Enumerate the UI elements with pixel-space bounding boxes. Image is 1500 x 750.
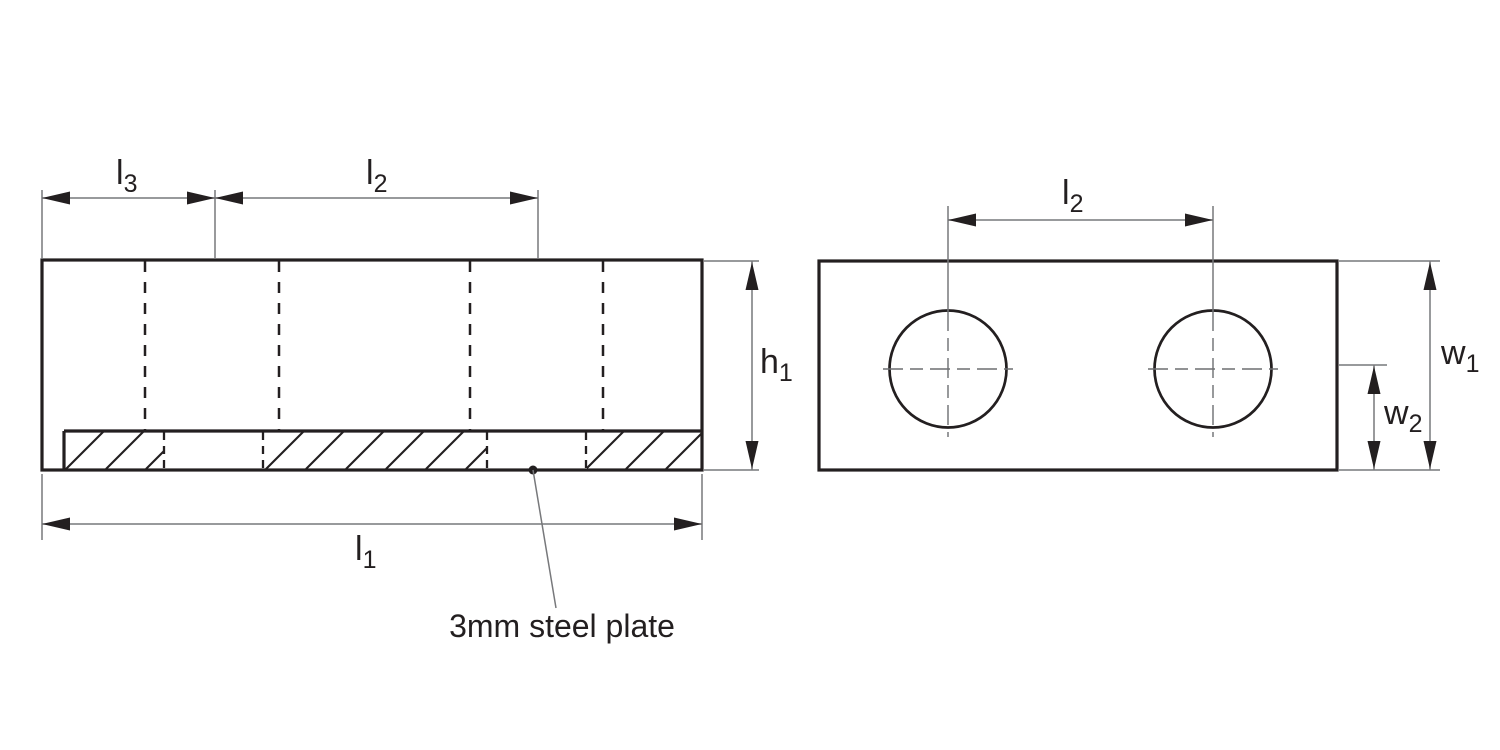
plan-view: l2 w1 w2 <box>817 174 1479 472</box>
arrowhead <box>510 191 538 205</box>
arrowhead <box>1185 213 1213 227</box>
hole-right <box>1148 206 1278 437</box>
dim-label-l2: l2 <box>1062 174 1083 218</box>
arrowhead <box>187 191 215 205</box>
arrowhead <box>745 262 759 290</box>
steel-plate-section <box>62 429 701 470</box>
arrowhead <box>42 191 70 205</box>
dimension-h1: h1 <box>704 260 793 471</box>
dim-label-l2: l2 <box>366 154 387 198</box>
dimension-l2-front: l2 <box>215 154 539 259</box>
dim-label-l1: l1 <box>355 530 376 574</box>
front-section-view: l3 l2 l1 h1 <box>40 154 793 644</box>
body-outline-front <box>40 258 704 472</box>
dimension-l1: l1 <box>41 474 703 574</box>
hidden-hole-edges-body <box>143 261 605 431</box>
arrowhead <box>948 213 976 227</box>
arrowhead <box>674 517 702 531</box>
arrowhead <box>42 517 70 531</box>
dimension-l3: l3 <box>41 154 216 259</box>
arrowhead <box>1367 441 1381 469</box>
arrowhead <box>1423 262 1437 290</box>
arrowhead <box>1367 366 1381 394</box>
arrowhead <box>745 441 759 469</box>
arrowhead <box>1423 441 1437 469</box>
arrowhead <box>215 191 243 205</box>
leader-line <box>532 469 557 609</box>
steel-plate-note: 3mm steel plate <box>449 608 675 644</box>
steel-plate-callout: 3mm steel plate <box>449 465 675 644</box>
dim-label-w2: w2 <box>1383 394 1422 438</box>
hidden-hole-edges-plate <box>162 432 588 469</box>
body-outline-plan <box>817 259 1339 472</box>
dimension-l2-plan: l2 <box>948 174 1213 227</box>
dim-label-w1: w1 <box>1440 334 1479 378</box>
hole-left <box>883 206 1013 437</box>
dim-label-h1: h1 <box>760 343 793 387</box>
dimension-w2: w2 <box>1339 364 1422 470</box>
dim-label-l3: l3 <box>116 154 137 198</box>
hatch-pattern <box>65 431 701 470</box>
dimension-w1: w1 <box>1339 260 1479 471</box>
